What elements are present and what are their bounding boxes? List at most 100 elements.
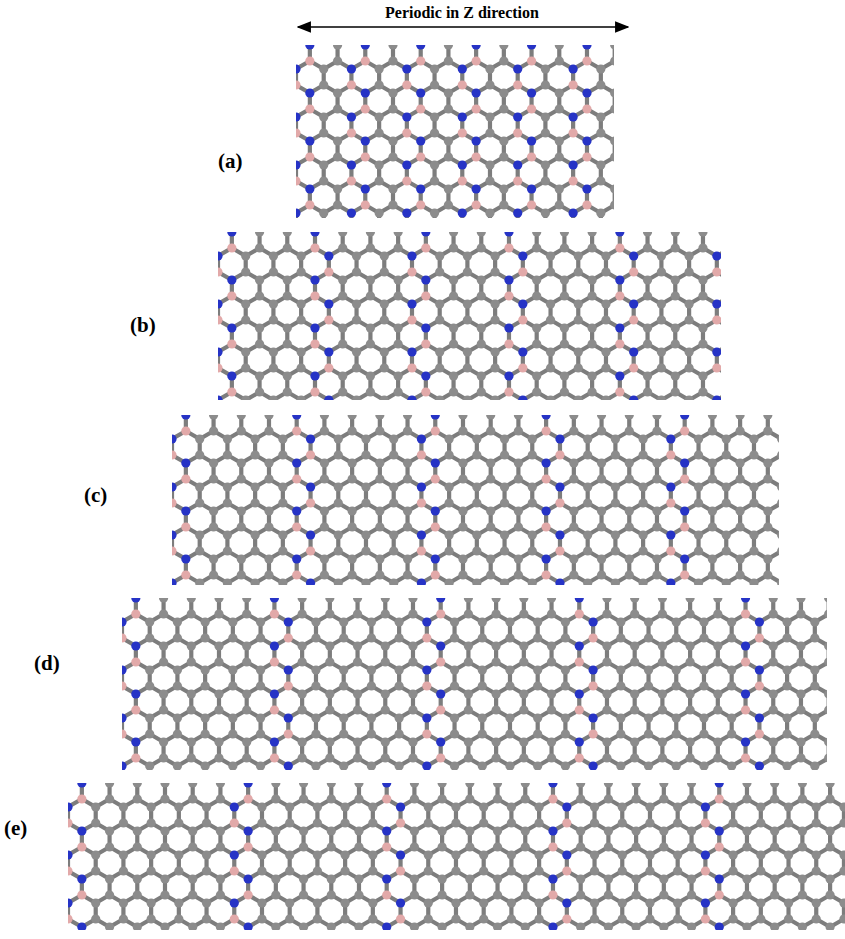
atom (514, 415, 523, 420)
atom (458, 415, 467, 420)
atom (685, 267, 694, 276)
atom (352, 251, 361, 260)
atom (528, 530, 537, 539)
atom (500, 482, 509, 491)
atom (416, 56, 425, 65)
atom (610, 184, 614, 193)
atom (569, 64, 578, 73)
atom (749, 546, 758, 555)
atom (380, 299, 389, 308)
atom (514, 570, 523, 579)
atom (347, 176, 356, 185)
atom (403, 458, 412, 467)
atom (518, 395, 527, 400)
atom (348, 426, 357, 435)
atom (388, 200, 397, 209)
atom (532, 323, 541, 332)
atom (334, 546, 343, 555)
atom (500, 498, 509, 507)
atom (486, 415, 495, 420)
atom (588, 275, 597, 284)
atom (430, 128, 439, 137)
atom (611, 578, 620, 585)
atom (389, 450, 398, 459)
atom (643, 232, 652, 237)
atom (361, 578, 370, 585)
atom (629, 395, 638, 400)
atom (366, 232, 375, 237)
atom (296, 208, 301, 217)
atom (671, 387, 680, 396)
atom (708, 426, 717, 435)
atom (407, 395, 416, 400)
atom (209, 458, 218, 467)
atom (255, 275, 264, 284)
atom (541, 160, 550, 169)
atom (375, 415, 384, 420)
atom (223, 450, 232, 459)
atom (671, 243, 680, 252)
atom (518, 347, 527, 356)
atom (380, 267, 389, 276)
atom (542, 554, 551, 563)
atom (218, 363, 223, 372)
atom (680, 506, 689, 515)
atom (555, 136, 564, 145)
atom (435, 395, 444, 400)
atom (181, 506, 190, 515)
atom (504, 275, 513, 284)
atom (218, 251, 223, 260)
atom (338, 339, 347, 348)
atom (652, 458, 661, 467)
atom (601, 363, 610, 372)
atom (708, 570, 717, 579)
atom (532, 371, 541, 380)
atom (588, 291, 597, 300)
atom (403, 506, 412, 515)
atom (320, 474, 329, 483)
atom (527, 184, 536, 193)
atom (361, 450, 370, 459)
atom (388, 45, 397, 50)
atom (292, 415, 301, 420)
atom (375, 160, 384, 169)
atom (435, 347, 444, 356)
atom (763, 426, 772, 435)
atom (348, 570, 357, 579)
atom (463, 347, 472, 356)
atom (264, 474, 273, 483)
atom (209, 415, 218, 420)
atom (375, 426, 384, 435)
atom (361, 546, 370, 555)
atom (417, 546, 426, 555)
atom (375, 570, 384, 579)
atom (588, 243, 597, 252)
atom (305, 152, 314, 161)
atom (611, 546, 620, 555)
atom (320, 415, 329, 420)
atom (417, 434, 426, 443)
atom (306, 530, 315, 539)
atom (513, 112, 522, 121)
atom (310, 339, 319, 348)
atom (569, 458, 578, 467)
atom (407, 363, 416, 372)
atom (597, 415, 606, 420)
atom (305, 104, 314, 113)
atom (458, 208, 467, 217)
atom (528, 546, 537, 555)
atom (486, 506, 495, 515)
atom (402, 160, 411, 169)
atom (283, 371, 292, 380)
atom (388, 56, 397, 65)
atom (486, 554, 495, 563)
atom (361, 56, 370, 65)
atom (366, 339, 375, 348)
atom (333, 45, 342, 50)
atom (444, 184, 453, 193)
atom (513, 80, 522, 89)
atom (181, 426, 190, 435)
atom (403, 474, 412, 483)
atom (449, 291, 458, 300)
atom (445, 434, 454, 443)
